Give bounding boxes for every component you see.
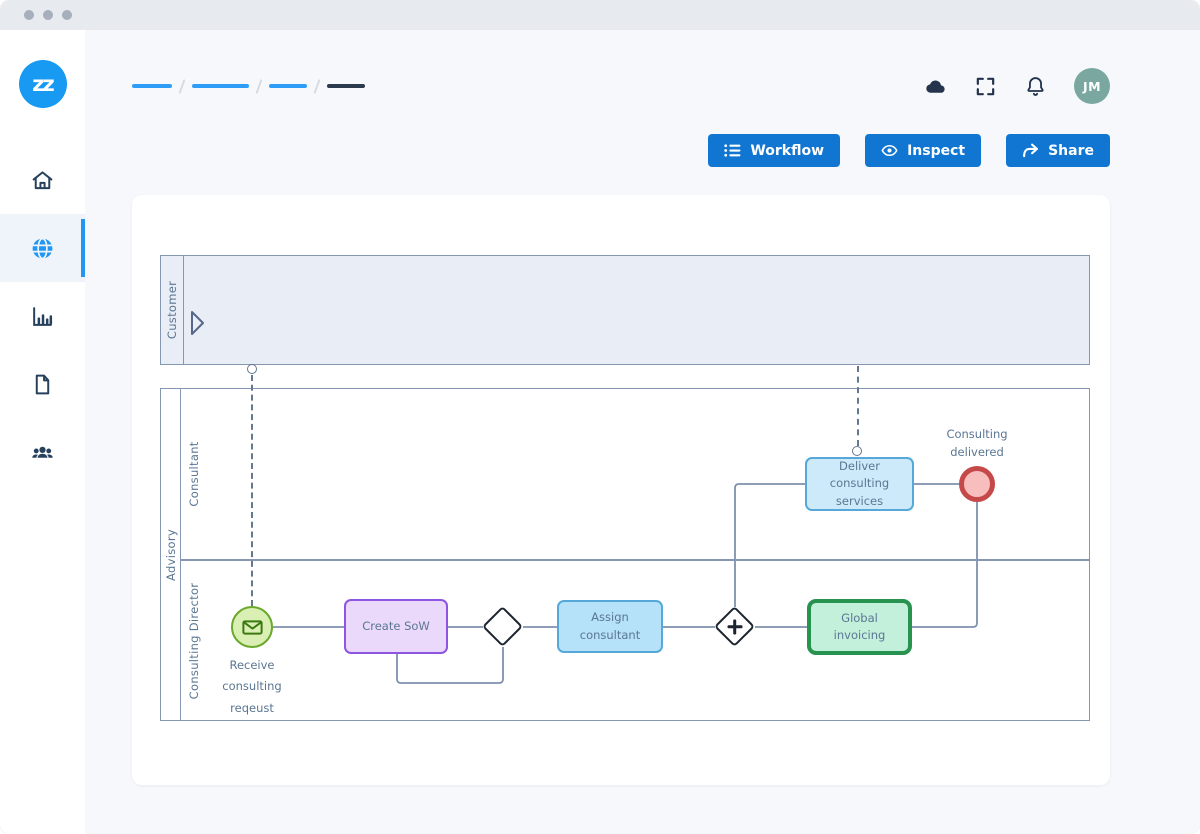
task-assign-consultant[interactable]: Assign consultant [557, 600, 663, 653]
collapsed-pool-marker-icon[interactable] [190, 310, 205, 336]
sidebar-item-workflows[interactable] [0, 214, 85, 282]
inspect-button[interactable]: Inspect [865, 134, 982, 167]
task-deliver-consulting-services[interactable]: Deliver consulting services [805, 457, 914, 511]
lane-consulting-director-label: Consulting Director [187, 582, 201, 699]
lane-consultant-label: Consultant [187, 441, 201, 507]
header: JM [132, 54, 1110, 118]
globe-icon [32, 237, 53, 259]
breadcrumb-separator [313, 78, 321, 94]
document-icon [35, 374, 50, 394]
window-titlebar [0, 0, 1200, 30]
breadcrumb-segment [132, 84, 172, 88]
share-button[interactable]: Share [1006, 134, 1110, 167]
pool-advisory-label: Advisory [163, 528, 178, 581]
pool-customer-header: Customer [161, 256, 184, 364]
sidebar-item-documents[interactable] [0, 350, 85, 418]
bell-icon[interactable] [1024, 75, 1047, 98]
message-flow-customer-to-start[interactable] [251, 375, 253, 606]
app-logo[interactable]: zz [18, 60, 67, 108]
breadcrumb-segment [192, 84, 249, 88]
lane-consultant: Consultant [183, 389, 205, 559]
breadcrumb-separator [255, 78, 263, 94]
sidebar-item-home[interactable] [0, 146, 85, 214]
window-close-button[interactable] [24, 10, 34, 20]
workflow-button[interactable]: Workflow [708, 134, 841, 167]
users-icon [32, 446, 53, 458]
inspect-button-label: Inspect [907, 142, 966, 159]
breadcrumb-segment-current [327, 84, 365, 88]
window-maximize-button[interactable] [62, 10, 72, 20]
lane-consulting-director: Consulting Director [183, 559, 205, 722]
task-deliver-label: Deliver consulting services [829, 459, 890, 508]
message-flow-source-dot [852, 446, 862, 456]
pool-advisory-header: Advisory [161, 389, 181, 720]
pool-customer[interactable]: Customer [160, 255, 1090, 365]
pool-customer-label: Customer [165, 280, 179, 340]
fullscreen-icon[interactable] [974, 75, 997, 98]
sequence-flows [273, 483, 978, 684]
breadcrumb-segment [269, 84, 307, 88]
sidebar-nav [0, 146, 85, 486]
eye-icon [881, 144, 898, 157]
list-icon [724, 144, 741, 157]
share-button-label: Share [1048, 142, 1094, 159]
start-event-label: Receive consulting reqeust [222, 658, 282, 715]
plus-icon [722, 614, 747, 639]
message-flow-deliver-to-customer[interactable] [857, 366, 859, 446]
user-avatar[interactable]: JM [1074, 68, 1110, 104]
lane-divider [181, 559, 1089, 561]
breadcrumb [132, 78, 365, 94]
pool-advisory[interactable]: Advisory Consultant Consulting Director [160, 388, 1090, 721]
sidebar: zz [0, 30, 85, 834]
bar-chart-icon [33, 306, 53, 326]
diagram-canvas[interactable]: Customer Advisory Consultant [132, 195, 1110, 785]
end-event-label: Consulting delivered [946, 427, 1008, 460]
start-event-receive-request[interactable] [231, 606, 273, 648]
main-area: JM Workflow Inspect [85, 30, 1200, 834]
task-global-invoicing-label: Global invoicing [833, 610, 886, 642]
task-global-invoicing[interactable]: Global invoicing [807, 599, 912, 655]
end-event-consulting-delivered[interactable] [959, 466, 995, 502]
sidebar-item-team[interactable] [0, 418, 85, 486]
workflow-button-label: Workflow [750, 142, 825, 159]
breadcrumb-separator [178, 78, 186, 94]
toolbar: Workflow Inspect Share [132, 134, 1110, 167]
task-create-sow-label: Create SoW [362, 618, 430, 633]
sidebar-item-analytics[interactable] [0, 282, 85, 350]
cloud-icon[interactable] [924, 75, 947, 98]
task-create-sow[interactable]: Create SoW [344, 599, 448, 654]
task-assign-consultant-label: Assign consultant [579, 610, 641, 642]
share-arrow-icon [1023, 143, 1039, 158]
envelope-icon [241, 619, 263, 635]
home-icon [32, 170, 53, 189]
window-minimize-button[interactable] [43, 10, 53, 20]
message-flow-source-dot [247, 364, 257, 374]
